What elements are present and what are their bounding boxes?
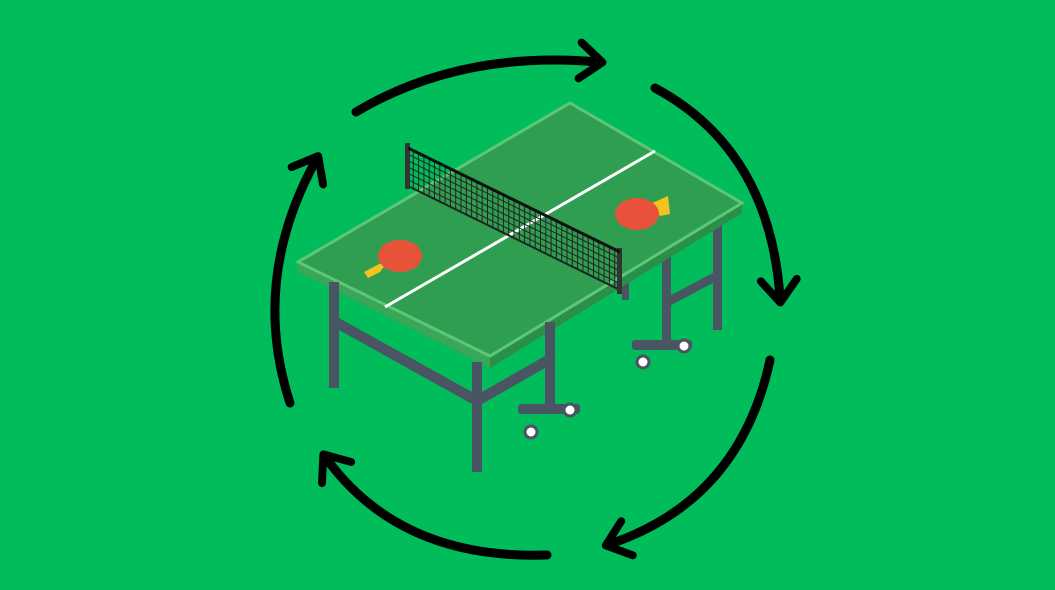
paddle-icon: [615, 196, 670, 230]
arrow-top: [351, 38, 607, 117]
net: [405, 143, 622, 294]
arrow-left: [270, 152, 328, 408]
arrow-right: [650, 83, 801, 307]
center-line: [384, 149, 656, 309]
arrow-lower-right: [601, 355, 775, 560]
cycle-arrows-icon: [270, 38, 801, 560]
front-legs: [329, 282, 580, 472]
paddle-icon: [364, 240, 422, 278]
arrow-bottom-left: [318, 450, 552, 560]
